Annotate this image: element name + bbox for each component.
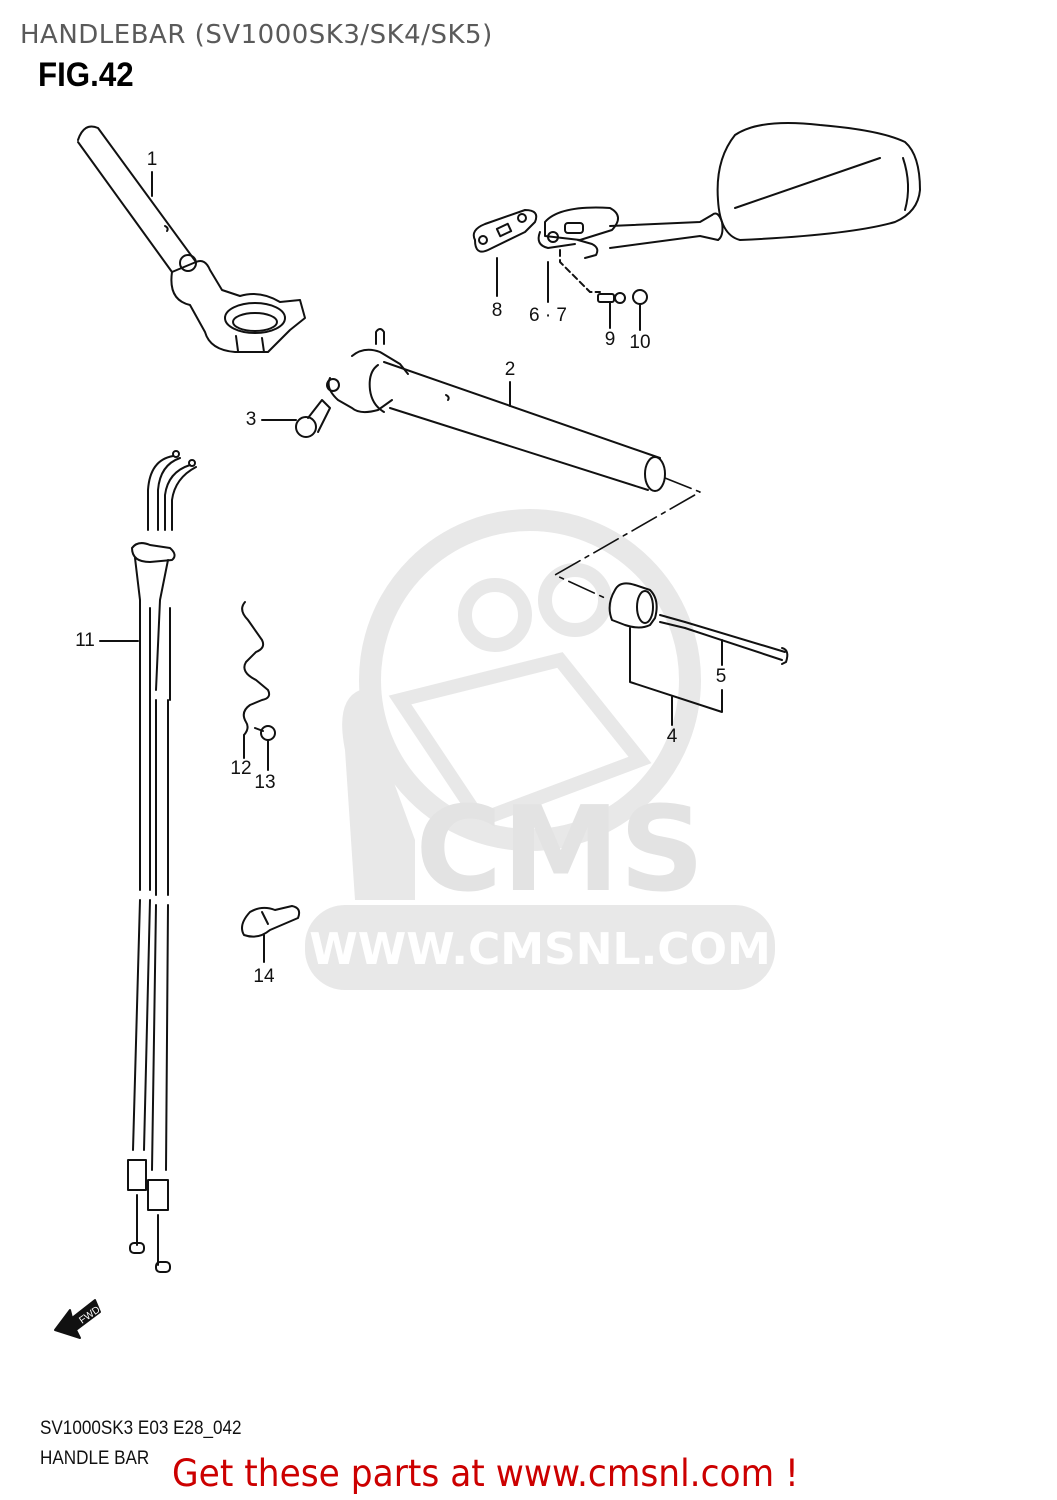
diagram-code: SV1000SK3 E03 E28_042 (40, 1418, 242, 1439)
watermark-url: WWW.CMSNL.COM (309, 924, 771, 975)
callout-10[interactable]: 10 (629, 332, 651, 353)
part-9-10-screw-cap (597, 289, 648, 331)
promo-link[interactable]: Get these parts at www.cmsnl.com ! (172, 1452, 799, 1495)
assembly-line (554, 477, 701, 599)
callout-14[interactable]: 14 (253, 966, 275, 987)
callout-2[interactable]: 2 (504, 359, 516, 380)
callout-13[interactable]: 13 (254, 772, 276, 793)
page-title: HANDLEBAR (SV1000SK3/SK4/SK5) (20, 20, 493, 50)
part-12-13-guide-screw (241, 601, 276, 771)
callout-5[interactable]: 5 (715, 666, 727, 687)
part-3-bolt (261, 399, 331, 438)
watermark-logo: CMS (415, 780, 704, 918)
part-11-throttle-cables (99, 450, 197, 1273)
part-6-7-mirror (537, 121, 921, 303)
callout-4[interactable]: 4 (666, 726, 678, 747)
callout-6-7[interactable]: 6 · 7 (528, 305, 568, 326)
callout-11[interactable]: 11 (75, 630, 95, 651)
figure-number: FIG.42 (38, 56, 134, 94)
diagram-name: HANDLE BAR (40, 1448, 150, 1469)
part-1-left-handlebar (77, 125, 306, 353)
callout-1[interactable]: 1 (146, 149, 158, 170)
watermark (305, 509, 775, 990)
part-8-mirror-plate (472, 209, 538, 297)
callout-8[interactable]: 8 (491, 300, 503, 321)
callout-9[interactable]: 9 (604, 329, 616, 350)
part-2-right-handlebar (326, 328, 666, 492)
part-14-clamp (241, 905, 301, 963)
callout-12[interactable]: 12 (230, 758, 252, 779)
fwd-arrow-icon (54, 1299, 101, 1339)
callout-3[interactable]: 3 (245, 409, 257, 430)
part-4-5-balancer (608, 582, 789, 726)
